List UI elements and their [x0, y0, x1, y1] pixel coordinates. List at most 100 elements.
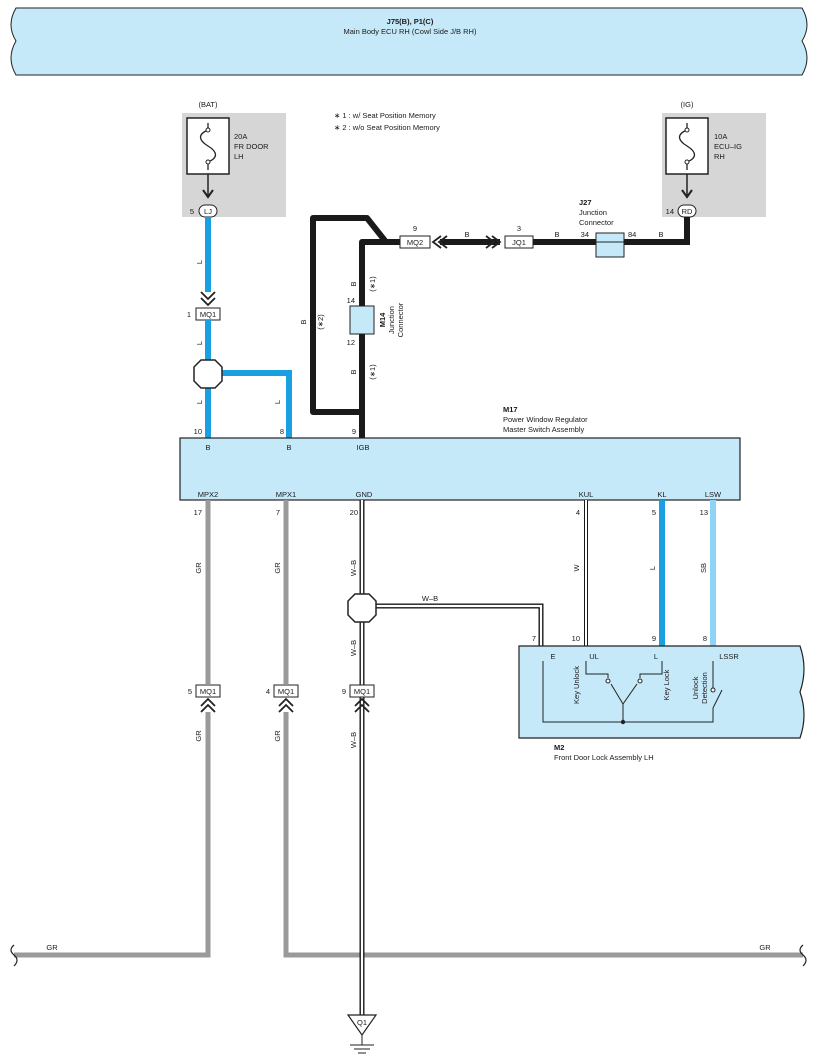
ground-icon	[346, 1014, 378, 1037]
svg-text:GR: GR	[194, 562, 203, 574]
conn-mq1-top: MQ1	[200, 310, 216, 319]
fuse-bat-source: (BAT)	[198, 100, 218, 109]
svg-text:10: 10	[572, 634, 580, 643]
svg-text:12: 12	[347, 338, 355, 347]
svg-text:L: L	[195, 341, 204, 345]
fuse-bat-line2: LH	[234, 152, 244, 161]
svg-text:Key Lock: Key Lock	[662, 669, 671, 700]
svg-text:14: 14	[347, 296, 355, 305]
svg-text:GR: GR	[273, 562, 282, 574]
svg-text:Master Switch Assembly: Master Switch Assembly	[503, 425, 585, 434]
svg-text:(∗1): (∗1)	[368, 364, 377, 380]
m2-name: Front Door Lock Assembly LH	[554, 753, 654, 762]
svg-text:4: 4	[576, 508, 580, 517]
svg-text:5: 5	[652, 508, 656, 517]
svg-text:IGB: IGB	[357, 443, 370, 452]
svg-text:UL: UL	[589, 652, 599, 661]
m2-box: 7 E 10 UL 9 L 8 LSSR Key Unlock Key Lock…	[518, 634, 805, 762]
svg-text:9: 9	[352, 427, 356, 436]
svg-text:L: L	[648, 566, 657, 570]
svg-text:KL: KL	[657, 490, 666, 499]
splice-wb	[347, 593, 377, 623]
svg-text:4: 4	[266, 687, 270, 696]
fuse-ig-rating: 10A	[714, 132, 727, 141]
wire-wb: MQ1 9 Q1 W–B W–B W–B W–B	[342, 500, 544, 1054]
svg-text:10: 10	[194, 427, 202, 436]
svg-text:B: B	[464, 230, 469, 239]
conn-lj: LJ	[204, 207, 212, 216]
wire-gr: MQ1 5 MQ1 4 GR GR GR GR GR GR	[10, 500, 807, 967]
svg-text:MPX1: MPX1	[276, 490, 296, 499]
splice-l	[193, 359, 223, 389]
svg-text:B: B	[658, 230, 663, 239]
svg-text:B: B	[299, 319, 308, 324]
m17-id: M17	[503, 405, 518, 414]
m14-id: M14	[378, 312, 387, 327]
pin-jq1: 3	[517, 224, 521, 233]
fuse-bat-rating: 20A	[234, 132, 247, 141]
svg-text:B: B	[554, 230, 559, 239]
svg-text:LSW: LSW	[705, 490, 722, 499]
svg-text:B: B	[349, 281, 358, 286]
j27-id: J27	[579, 198, 592, 207]
svg-text:GR: GR	[194, 730, 203, 742]
svg-text:Junction: Junction	[387, 306, 396, 334]
fuse-ig-line1: ECU–IG	[714, 142, 742, 151]
svg-text:(∗1): (∗1)	[368, 276, 377, 292]
svg-text:W–B: W–B	[349, 640, 358, 656]
svg-text:9: 9	[342, 687, 346, 696]
wire-right: W L SB	[572, 500, 716, 646]
pin-mq2: 9	[413, 224, 417, 233]
ecu-id: J75(B), P1(C)	[387, 17, 434, 26]
svg-text:W–B: W–B	[349, 732, 358, 748]
svg-text:Junction: Junction	[579, 208, 607, 217]
svg-text:B: B	[286, 443, 291, 452]
svg-text:L: L	[273, 400, 282, 404]
ecu-banner: J75(B), P1(C) Main Body ECU RH (Cowl Sid…	[10, 7, 808, 76]
svg-text:20: 20	[350, 508, 358, 517]
fuse-ig: (IG) 10A ECU–IG RH RD 14	[662, 100, 766, 218]
conn-jq1: JQ1	[512, 238, 526, 247]
note-2: ∗ 2 : w/o Seat Position Memory	[334, 123, 440, 132]
svg-text:Key Unlock: Key Unlock	[572, 666, 581, 704]
fuse-ig-line2: RH	[714, 152, 725, 161]
svg-text:(∗2): (∗2)	[316, 314, 325, 330]
pin-rd: 14	[666, 207, 674, 216]
svg-text:34: 34	[581, 230, 589, 239]
svg-text:Power Window Regulator: Power Window Regulator	[503, 415, 588, 424]
svg-text:L: L	[195, 400, 204, 404]
m17-box: M17 Power Window Regulator Master Switch…	[179, 405, 741, 517]
svg-text:GR: GR	[46, 943, 58, 952]
svg-text:8: 8	[280, 427, 284, 436]
svg-text:17: 17	[194, 508, 202, 517]
svg-text:W: W	[572, 564, 581, 572]
conn-mq2: MQ2	[407, 238, 423, 247]
svg-text:GR: GR	[273, 730, 282, 742]
wire-b: MQ2 9 JQ1 3 J27 Junction Connector 34 84…	[299, 198, 690, 438]
svg-text:GND: GND	[356, 490, 373, 499]
fuse-bat-line1: FR DOOR	[234, 142, 269, 151]
svg-text:84: 84	[628, 230, 636, 239]
svg-text:B: B	[349, 369, 358, 374]
svg-text:E: E	[550, 652, 555, 661]
pin-mq1-top: 1	[187, 310, 191, 319]
note-1: ∗ 1 : w/ Seat Position Memory	[334, 111, 436, 120]
svg-text:KUL: KUL	[579, 490, 594, 499]
svg-text:MPX2: MPX2	[198, 490, 218, 499]
svg-text:L: L	[654, 652, 658, 661]
wire-l: MQ1 1 L L L L	[187, 217, 292, 438]
svg-text:W–B: W–B	[349, 560, 358, 576]
ground-q1: Q1	[357, 1018, 367, 1027]
fuse-ig-source: (IG)	[681, 100, 694, 109]
fuse-bat: (BAT) 20A FR DOOR LH LJ 5	[182, 100, 286, 218]
svg-text:9: 9	[652, 634, 656, 643]
svg-text:L: L	[195, 260, 204, 264]
svg-text:Detection: Detection	[700, 672, 709, 704]
svg-text:B: B	[205, 443, 210, 452]
svg-text:LSSR: LSSR	[719, 652, 739, 661]
svg-text:8: 8	[703, 634, 707, 643]
svg-text:13: 13	[700, 508, 708, 517]
svg-text:MQ1: MQ1	[278, 687, 294, 696]
m2-id: M2	[554, 743, 564, 752]
